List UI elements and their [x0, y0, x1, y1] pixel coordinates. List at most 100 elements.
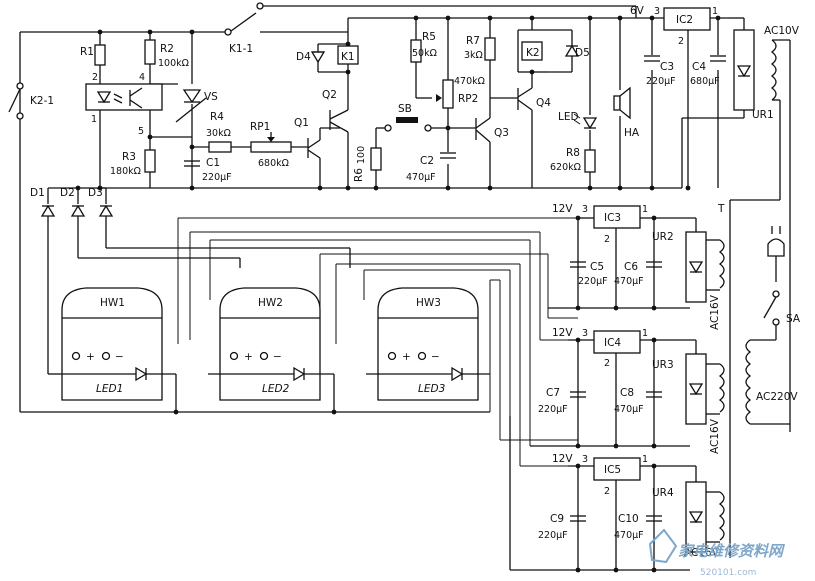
component-labels: K2-1 K1-1 R1 R2 100kΩ VS 2 4 1 5 R3 180k… [30, 5, 801, 559]
label-c1: C1 [206, 157, 220, 169]
label-c6-value: 470μF [614, 276, 644, 287]
label-d3: D3 [88, 187, 103, 199]
r6-resistor [370, 147, 382, 171]
sensor-diodes [40, 178, 351, 375]
label-ic3-pin3: 3 [582, 204, 588, 215]
label-c8: C8 [620, 387, 634, 399]
label-ic5: IC5 [604, 464, 621, 476]
label-ur4: UR4 [652, 487, 674, 499]
label-ic4-pin3: 3 [582, 328, 588, 339]
label-rp2-value: 470kΩ [454, 76, 485, 87]
label-r1: R1 [80, 46, 94, 58]
label-opto-pin2: 2 [92, 72, 98, 83]
ac220v-input [745, 226, 790, 425]
label-c7-value: 220μF [538, 404, 568, 415]
label-k1: K1 [341, 51, 355, 63]
sensor-bus [177, 217, 578, 467]
label-ic2-pin2: 2 [678, 36, 684, 47]
label-c6: C6 [624, 261, 638, 273]
label-k1-1: K1-1 [229, 43, 253, 55]
label-vs: VS [204, 91, 218, 103]
label-ur1: UR1 [752, 109, 774, 121]
label-hw3-minus: − [431, 351, 440, 363]
label-ac16v-c: AC16V [684, 547, 720, 559]
label-ic5-pin3: 3 [582, 454, 588, 465]
r3-resistor [144, 149, 156, 173]
label-k2: K2 [526, 47, 540, 59]
label-ic5-pin1: 1 [642, 454, 648, 465]
label-r6-value: 100 [356, 146, 367, 164]
label-ic3-pin1: 1 [642, 204, 648, 215]
label-r2: R2 [160, 43, 174, 55]
label-ic5-pin2: 2 [604, 486, 610, 497]
r2-resistor [144, 39, 156, 65]
label-r3: R3 [122, 151, 136, 163]
label-r5: R5 [422, 31, 436, 43]
label-hw3: HW3 [416, 297, 441, 309]
label-rp1-value: 680kΩ [258, 158, 289, 169]
label-hw1: HW1 [100, 297, 125, 309]
label-ac16v-a: AC16V [709, 294, 721, 330]
label-c5: C5 [590, 261, 604, 273]
label-hw2: HW2 [258, 297, 283, 309]
label-hw3-plus: + [402, 351, 411, 363]
label-led: LED [558, 111, 579, 123]
label-ic4: IC4 [604, 337, 621, 349]
r1-resistor [94, 44, 106, 66]
label-ur3: UR3 [652, 359, 674, 371]
label-d4: D4 [296, 51, 311, 63]
label-c4-value: 680μF [690, 76, 720, 87]
label-r8-value: 620kΩ [550, 162, 581, 173]
k2-relay-coil [521, 41, 543, 61]
label-ac220v: AC220V [756, 391, 798, 403]
r4-resistor [208, 141, 232, 153]
label-ha: HA [624, 127, 640, 139]
label-hw1-plus: + [86, 351, 95, 363]
label-12v-b: 12V [552, 327, 573, 339]
c4-capacitor [710, 55, 726, 62]
label-t: T [717, 203, 725, 215]
ac10v-coil [770, 39, 777, 101]
supply-ic3 [548, 205, 725, 309]
watermark-logo-icon [648, 528, 678, 564]
label-r4-value: 30kΩ [206, 128, 231, 139]
label-led1: LED1 [96, 383, 123, 395]
status-led [573, 113, 598, 130]
watermark-url: 520101.com [700, 568, 756, 578]
label-ic4-pin1: 1 [642, 328, 648, 339]
label-c8-value: 470μF [614, 404, 644, 415]
label-r2-value: 100kΩ [158, 58, 189, 69]
hw3-module [366, 287, 490, 401]
label-sb: SB [398, 103, 412, 115]
label-ic3: IC3 [604, 212, 621, 224]
label-k2-1: K2-1 [30, 95, 54, 107]
label-d5: D5 [575, 47, 590, 59]
label-r8: R8 [566, 147, 580, 159]
supply-ic5 [509, 416, 725, 571]
components-top [8, 2, 777, 173]
label-c2-value: 470μF [406, 172, 436, 183]
label-c9: C9 [550, 513, 564, 525]
main-wiring [19, 5, 791, 558]
label-c5-value: 220μF [578, 276, 608, 287]
label-ur2: UR2 [652, 231, 674, 243]
label-r6: R6 [353, 168, 365, 182]
hw2-module [208, 287, 335, 412]
label-ic4-pin2: 2 [604, 358, 610, 369]
label-opto-pin5: 5 [138, 126, 144, 137]
label-12v-c: 12V [552, 453, 573, 465]
rp1-potentiometer [250, 132, 292, 153]
c3-capacitor [644, 55, 660, 62]
label-q3: Q3 [494, 127, 509, 139]
label-ic2-pin3: 3 [654, 6, 660, 17]
label-12v-a: 12V [552, 203, 573, 215]
watermark-text: 家电维修资料网 [678, 542, 786, 560]
label-rp1: RP1 [250, 121, 270, 133]
label-6v: 6V [630, 5, 645, 17]
label-ic3-pin2: 2 [604, 234, 610, 245]
label-d2: D2 [60, 187, 75, 199]
sb-pushbutton [384, 117, 432, 132]
label-d1: D1 [30, 187, 45, 199]
label-r3-value: 180kΩ [110, 166, 141, 177]
